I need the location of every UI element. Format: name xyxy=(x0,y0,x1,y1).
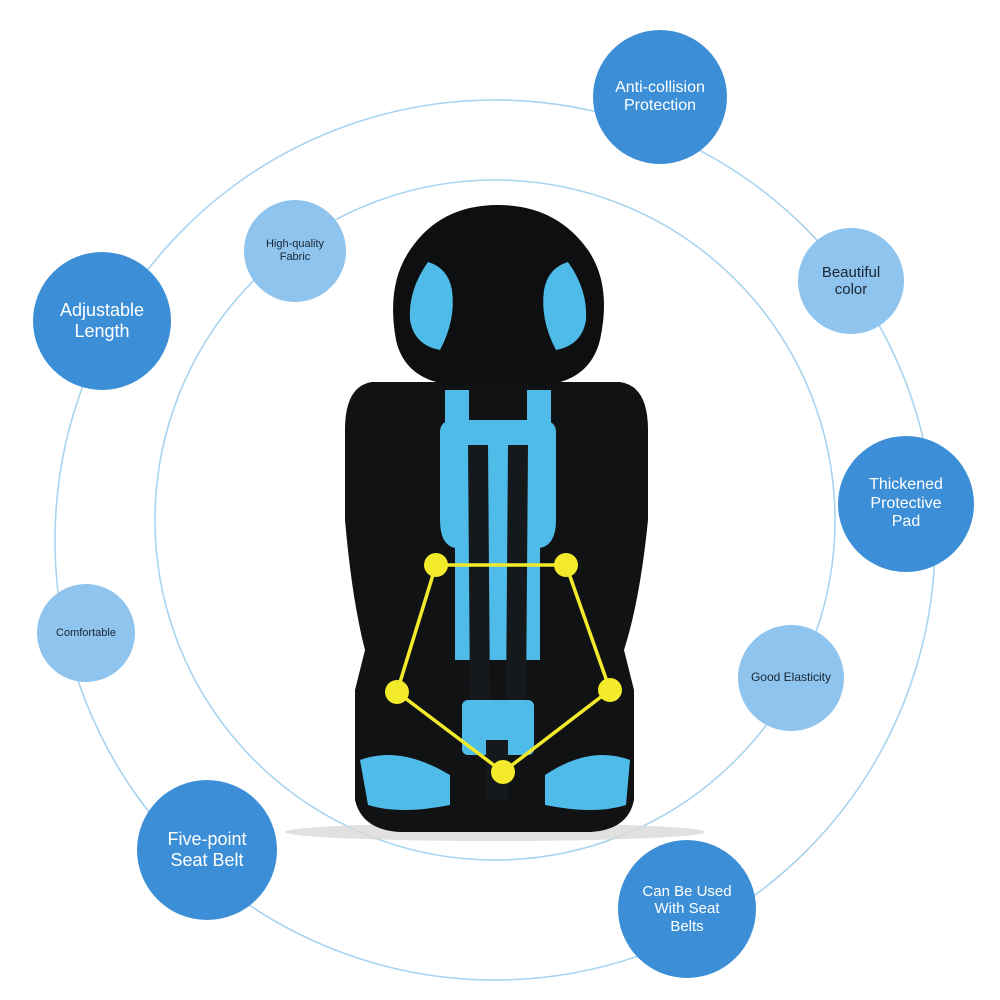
headrest-left-panel xyxy=(409,262,453,350)
feature-bubble-high-quality-fabric: High-quality Fabric xyxy=(244,200,346,302)
feature-bubble-comfortable: Comfortable xyxy=(37,584,135,682)
five-point-harness-diagram xyxy=(385,553,622,784)
feature-label: Comfortable xyxy=(56,626,116,639)
seat-cushion xyxy=(462,700,534,755)
feature-label: Beautiful color xyxy=(821,263,881,298)
harness-point-right-hip xyxy=(598,678,622,702)
back-cushion xyxy=(440,420,556,660)
harness-point-crotch xyxy=(491,760,515,784)
feature-bubble-beautiful-color: Beautiful color xyxy=(798,228,904,334)
left-leg-panel xyxy=(360,755,450,810)
child-car-seat-icon xyxy=(345,205,648,832)
right-harness-belt xyxy=(506,445,528,700)
feature-bubble-anti-collision: Anti-collision Protection xyxy=(593,30,727,164)
feature-label: High-quality Fabric xyxy=(265,238,325,263)
feature-bubble-five-point: Five-point Seat Belt xyxy=(137,780,277,920)
right-leg-panel xyxy=(545,755,630,810)
feature-label: Anti-collision Protection xyxy=(615,78,705,114)
feature-bubble-adjustable-length: Adjustable Length xyxy=(33,252,171,390)
feature-label: Five-point Seat Belt xyxy=(167,829,247,870)
headrest-right-panel xyxy=(543,262,587,350)
feature-label: Can Be Used With Seat Belts xyxy=(642,883,732,935)
feature-bubble-good-elasticity: Good Elasticity xyxy=(738,625,844,731)
left-harness-belt xyxy=(468,445,490,700)
feature-bubble-thickened-pad: Thickened Protective Pad xyxy=(838,436,974,572)
harness-point-left-shoulder xyxy=(424,553,448,577)
harness-connection-line xyxy=(394,563,613,775)
harness-point-right-shoulder xyxy=(554,553,578,577)
feature-label: Thickened Protective Pad xyxy=(869,476,943,531)
feature-bubble-seat-belts: Can Be Used With Seat Belts xyxy=(618,840,756,978)
harness-point-left-hip xyxy=(385,680,409,704)
inner-orbit-ring xyxy=(154,179,836,861)
feature-label: Good Elasticity xyxy=(750,670,832,685)
feature-label: Adjustable Length xyxy=(59,300,145,341)
